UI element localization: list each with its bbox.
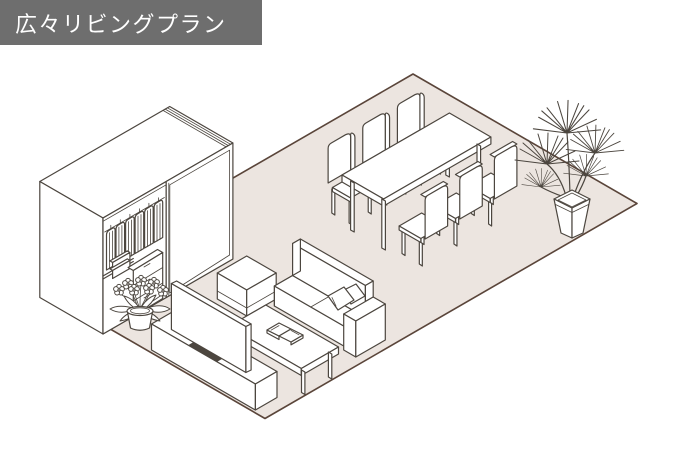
table-leg — [350, 180, 355, 233]
table-leg — [300, 369, 306, 396]
plan-title: 広々リビングプラン — [15, 12, 227, 38]
sofa-armrest — [343, 296, 386, 358]
plan-title-banner: 広々リビングプラン — [0, 0, 262, 45]
throw-pillow — [327, 286, 355, 311]
tv — [170, 280, 252, 374]
dining-set — [327, 92, 518, 267]
wardrobe — [39, 105, 234, 335]
flower-plant — [109, 274, 171, 331]
tv-unit — [150, 280, 278, 411]
book — [266, 322, 304, 346]
sliding-door — [165, 142, 234, 299]
table-leg — [381, 198, 386, 251]
potted-palm — [514, 99, 625, 239]
table-leg — [327, 351, 333, 380]
hanger-rod — [104, 197, 165, 233]
sofa — [273, 238, 386, 358]
wardrobe-opening — [102, 180, 167, 335]
dining-table — [341, 112, 492, 251]
plant-pot — [553, 189, 591, 239]
flower-pot — [126, 305, 154, 331]
furniture-layer — [39, 92, 625, 411]
ottoman — [216, 255, 277, 317]
